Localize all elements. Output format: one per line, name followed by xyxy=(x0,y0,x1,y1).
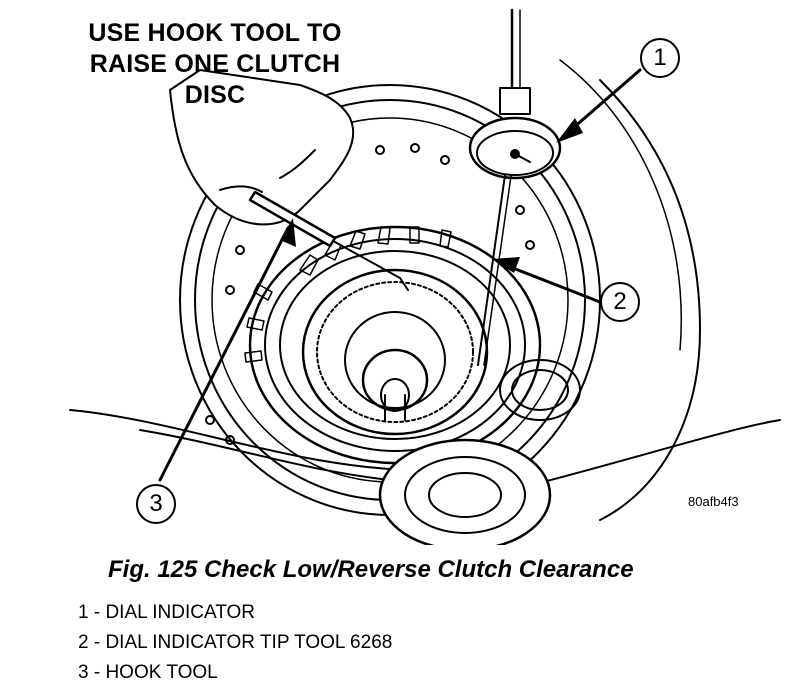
callout-1: 1 xyxy=(640,38,680,78)
legend: 1 - DIAL INDICATOR 2 - DIAL INDICATOR TI… xyxy=(78,598,392,688)
arrowhead-1 xyxy=(556,118,583,143)
callout-2: 2 xyxy=(600,282,640,322)
indicator-tip xyxy=(477,174,506,366)
technician-hand xyxy=(169,69,355,226)
callout-3: 3 xyxy=(136,484,176,524)
output-gear xyxy=(499,359,581,421)
clutch-pack xyxy=(248,225,542,465)
instruction-text: USE HOOK TOOL TO RAISE ONE CLUTCH DISC xyxy=(60,18,370,111)
figure-caption: Fig. 125 Check Low/Reverse Clutch Cleara… xyxy=(108,556,634,583)
dial-indicator xyxy=(468,116,562,180)
arrowhead-2 xyxy=(492,257,520,273)
image-id-label: 80afb4f3 xyxy=(688,494,739,509)
instruction-line-3: DISC xyxy=(184,81,246,109)
transmission-case-outline xyxy=(69,409,421,471)
instruction-line-2: RAISE ONE CLUTCH xyxy=(89,50,341,78)
instruction-line-1: USE HOOK TOOL TO xyxy=(88,19,342,47)
arrowhead-3 xyxy=(280,218,296,247)
legend-item-2: 2 - DIAL INDICATOR TIP TOOL 6268 xyxy=(78,632,393,653)
legend-item-3: 3 - HOOK TOOL xyxy=(78,662,218,683)
output-hub xyxy=(378,438,552,545)
clutch-clearance-illustration xyxy=(69,8,781,545)
legend-item-1: 1 - DIAL INDICATOR xyxy=(78,602,256,623)
